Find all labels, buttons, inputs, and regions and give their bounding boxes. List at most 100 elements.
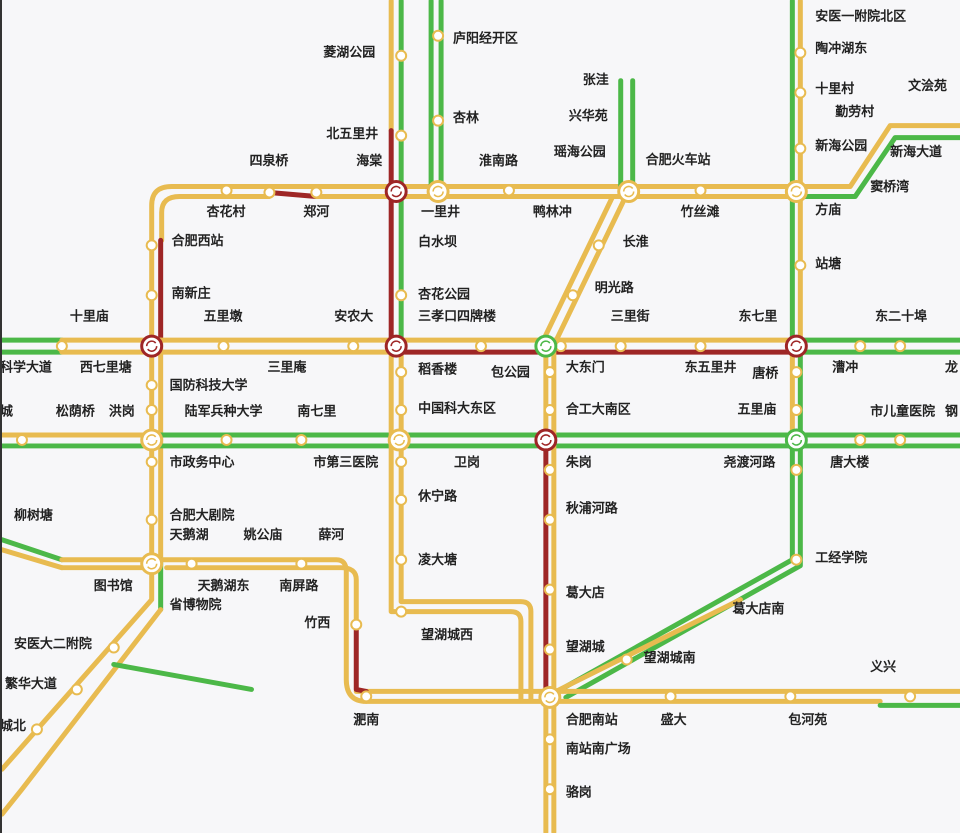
station-label[interactable]: 骆岗 bbox=[566, 785, 592, 801]
station-label[interactable]: 窦桥湾 bbox=[870, 179, 909, 195]
station-label[interactable]: 兴华苑 bbox=[569, 108, 608, 124]
station-label[interactable]: 海棠 bbox=[356, 153, 383, 169]
station-label[interactable]: 葛大店 bbox=[565, 585, 605, 601]
station-label[interactable]: 竹西 bbox=[303, 615, 330, 631]
station-label[interactable]: 义兴 bbox=[870, 659, 896, 675]
station-label[interactable]: 合肥南站 bbox=[566, 712, 618, 728]
station-label[interactable]: 文浍苑 bbox=[908, 78, 947, 94]
transfer-station[interactable] bbox=[384, 179, 408, 203]
station-label[interactable]: 凌大塘 bbox=[418, 552, 457, 568]
station-label[interactable]: 休宁路 bbox=[417, 488, 458, 504]
station-label[interactable]: 钢 bbox=[945, 404, 958, 420]
station-label[interactable]: 市政务中心 bbox=[170, 454, 235, 470]
station-label[interactable]: 城 bbox=[0, 404, 13, 420]
station-label[interactable]: 包河苑 bbox=[788, 712, 827, 728]
station-label[interactable]: 三孝口四牌楼 bbox=[418, 309, 496, 325]
station-label[interactable]: 洪岗 bbox=[109, 404, 135, 420]
station-label[interactable]: 杏花公园 bbox=[418, 287, 470, 303]
station-label[interactable]: 东五里井 bbox=[685, 360, 737, 376]
station-label[interactable]: 望湖城西 bbox=[421, 627, 473, 643]
station-label[interactable]: 稻香楼 bbox=[418, 362, 457, 378]
transfer-station[interactable] bbox=[426, 179, 450, 203]
station-label[interactable]: 站塘 bbox=[815, 256, 841, 272]
station-label[interactable]: 方庙 bbox=[815, 202, 841, 218]
station-label[interactable]: 陶冲湖东 bbox=[815, 40, 867, 56]
station-label[interactable]: 市儿童医院 bbox=[870, 404, 935, 420]
transfer-station[interactable] bbox=[140, 334, 164, 358]
station-label[interactable]: 合工大南区 bbox=[566, 402, 631, 418]
station-label[interactable]: 天鹅湖 bbox=[170, 527, 209, 543]
station-label[interactable]: 安医大二附院 bbox=[14, 636, 92, 652]
station-label[interactable]: 淝南 bbox=[353, 712, 379, 728]
station-label[interactable]: 朱岗 bbox=[565, 454, 592, 470]
station-label[interactable]: 东七里 bbox=[738, 309, 777, 325]
station-label[interactable]: 白水坝 bbox=[418, 234, 457, 250]
station-label[interactable]: 唐大楼 bbox=[830, 454, 869, 470]
station-label[interactable]: 陆军兵种大学 bbox=[185, 404, 263, 420]
station-label[interactable]: 五里庙 bbox=[737, 402, 776, 418]
station-label[interactable]: 南站南广场 bbox=[566, 741, 631, 757]
station-label[interactable]: 十里庙 bbox=[70, 309, 109, 325]
station-label[interactable]: 城北 bbox=[0, 718, 26, 734]
station-label[interactable]: 望湖城南 bbox=[644, 650, 696, 666]
station-label[interactable]: 庐阳经开区 bbox=[453, 30, 518, 46]
transfer-station[interactable] bbox=[140, 428, 164, 452]
station-label[interactable]: 淮南路 bbox=[478, 153, 519, 169]
station-label[interactable]: 三里庵 bbox=[267, 360, 307, 376]
station-label[interactable]: 中国科大东区 bbox=[418, 401, 496, 417]
transfer-station[interactable] bbox=[384, 334, 408, 358]
station-label[interactable]: 合肥大剧院 bbox=[170, 507, 235, 523]
station-label[interactable]: 天鹅湖东 bbox=[198, 578, 250, 594]
station-label[interactable]: 明光路 bbox=[595, 280, 635, 296]
transfer-station[interactable] bbox=[784, 334, 808, 358]
transfer-station[interactable] bbox=[534, 428, 558, 452]
station-label[interactable]: 松荫桥 bbox=[56, 404, 96, 420]
station-label[interactable]: 图书馆 bbox=[94, 578, 133, 594]
station-label[interactable]: 望湖城 bbox=[566, 639, 605, 655]
station-label[interactable]: 柳树塘 bbox=[14, 507, 53, 523]
station-label[interactable]: 东二十埠 bbox=[875, 309, 927, 325]
transfer-station[interactable] bbox=[784, 428, 808, 452]
station-label[interactable]: 张洼 bbox=[583, 72, 609, 88]
station-label[interactable]: 工经学院 bbox=[815, 550, 867, 566]
station-label[interactable]: 科学大道 bbox=[0, 360, 52, 376]
transfer-station[interactable] bbox=[538, 685, 562, 709]
station-label[interactable]: 南新庄 bbox=[172, 286, 211, 302]
transfer-station[interactable] bbox=[140, 552, 164, 576]
station-label[interactable]: 国防科技大学 bbox=[170, 378, 248, 394]
transfer-station[interactable] bbox=[387, 428, 411, 452]
station-label[interactable]: 葛大店南 bbox=[731, 601, 784, 617]
station-label[interactable]: 长淮 bbox=[623, 234, 649, 250]
station-label[interactable]: 三里街 bbox=[611, 309, 650, 325]
station-label[interactable]: 姚公庙 bbox=[242, 527, 282, 543]
station-label[interactable]: 省博物院 bbox=[169, 597, 222, 613]
station-label[interactable]: 漕冲 bbox=[832, 360, 858, 376]
station-label[interactable]: 四泉桥 bbox=[249, 153, 289, 169]
station-label[interactable]: 薛河 bbox=[318, 527, 344, 543]
station-label[interactable]: 鸭林冲 bbox=[533, 204, 572, 220]
station-label[interactable]: 盛大 bbox=[661, 712, 687, 728]
station-label[interactable]: 卫岗 bbox=[454, 454, 480, 470]
station-label[interactable]: 杏花村 bbox=[207, 204, 246, 220]
station-label[interactable]: 五里墩 bbox=[204, 309, 244, 325]
transfer-station[interactable] bbox=[534, 334, 558, 358]
transfer-station[interactable] bbox=[784, 179, 808, 203]
station-label[interactable]: 秋浦河路 bbox=[566, 500, 619, 516]
station-label[interactable]: 合肥西站 bbox=[172, 233, 224, 249]
station-label[interactable]: 勤劳村 bbox=[835, 104, 874, 120]
station-label[interactable]: 南七里 bbox=[297, 404, 336, 420]
station-label[interactable]: 杏林 bbox=[453, 110, 479, 126]
station-label[interactable]: 西七里塘 bbox=[80, 360, 132, 376]
station-label[interactable]: 安医一附院北区 bbox=[815, 8, 906, 24]
station-label[interactable]: 龙 bbox=[945, 360, 958, 376]
station-label[interactable]: 包公园 bbox=[491, 365, 530, 381]
station-label[interactable]: 北五里井 bbox=[326, 126, 378, 142]
station-label[interactable]: 繁华大道 bbox=[5, 676, 57, 692]
station-label[interactable]: 唐桥 bbox=[752, 366, 779, 382]
transfer-station[interactable] bbox=[617, 179, 641, 203]
station-label[interactable]: 新海大道 bbox=[890, 144, 942, 160]
station-label[interactable]: 新海公园 bbox=[815, 138, 867, 154]
station-label[interactable]: 竹丝滩 bbox=[680, 204, 720, 220]
station-label[interactable]: 合肥火车站 bbox=[646, 152, 711, 168]
